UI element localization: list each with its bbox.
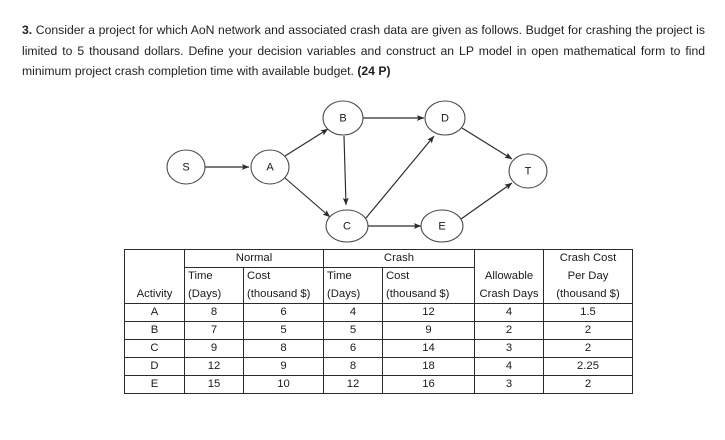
node-t-label: T [525,166,532,178]
cell-activity: B [124,321,185,340]
header-thousand-normal: (thousand $) [243,285,324,304]
node-t: T [508,153,548,189]
node-a-ellipse [250,149,290,185]
question-body: Consider a project for which AoN network… [22,23,705,79]
node-e-ellipse [420,209,464,243]
cell-crash-cost-per-day: 2 [543,375,633,394]
node-b: B [322,100,364,136]
cell-crash-cost: 12 [382,303,475,322]
header-thousand-perday: (thousand $) [543,285,633,304]
question-points: (24 P) [357,64,391,79]
header-thousand-crash: (thousand $) [382,285,475,304]
node-c: C [325,209,369,243]
cell-crash-cost: 14 [382,339,475,358]
table-row: A 8 6 4 12 4 1.5 [124,303,633,322]
node-a: A [250,149,290,185]
cell-activity: D [124,357,185,376]
cell-crash-cost: 16 [382,375,475,394]
cell-crash-time: 12 [323,375,383,394]
cell-crash-cost: 18 [382,357,475,376]
header-days-normal: (Days) [184,285,244,304]
crash-data-table: Normal Crash Crash Cost Time Cost Time C… [124,249,633,394]
header-time-normal: Time [184,267,244,286]
cell-activity: C [124,339,185,358]
cell-normal-time: 12 [184,357,244,376]
header-group-normal: Normal [184,249,324,268]
cell-normal-time: 8 [184,303,244,322]
question-number: 3. [22,23,33,38]
cell-crash-time: 5 [323,321,383,340]
cell-crash-cost-per-day: 2.25 [543,357,633,376]
cell-normal-cost: 10 [243,375,324,394]
question-text: 3. Consider a project for which AoN netw… [22,20,705,82]
cell-normal-time: 15 [184,375,244,394]
crash-data-table-container: Normal Crash Crash Cost Time Cost Time C… [124,249,633,394]
cell-allowable-crash-days: 2 [474,321,544,340]
header-blank-corner [124,249,185,268]
header-days-crash: (Days) [323,285,383,304]
table-row: E 15 10 12 16 3 2 [124,375,633,394]
node-s-label: S [182,162,189,174]
node-e-label: E [438,221,445,233]
cell-crash-time: 4 [323,303,383,322]
cell-crash-cost-per-day: 2 [543,339,633,358]
edge-c-d [365,135,435,219]
node-s-ellipse [166,149,206,185]
cell-normal-time: 7 [184,321,244,340]
header-allowable-spacer [474,249,544,268]
header-time-crash: Time [323,267,383,286]
header-crash-cost-line1: Crash Cost [543,249,633,268]
question-block: 3. Consider a project for which AoN netw… [22,8,705,94]
node-b-ellipse [322,100,364,136]
header-blank-corner-2 [124,267,185,286]
cell-crash-cost-per-day: 1.5 [543,303,633,322]
cell-normal-cost: 6 [243,303,324,322]
table-header-row-group: Normal Crash Crash Cost [124,249,633,268]
table-header-row-sub: Time Cost Time Cost Allowable Per Day [124,267,633,286]
edge-group [205,115,513,229]
header-crash-days: Crash Days [474,285,544,304]
header-group-crash: Crash [323,249,475,268]
cell-activity: E [124,375,185,394]
node-d-label: D [441,113,449,125]
node-a-label: A [266,162,274,174]
header-per-day: Per Day [543,267,633,286]
node-e: E [420,209,464,243]
table-row: C 9 8 6 14 3 2 [124,339,633,358]
cell-allowable-crash-days: 4 [474,303,544,322]
node-b-label: B [339,113,346,125]
edge-a-b [284,128,329,157]
cell-allowable-crash-days: 4 [474,357,544,376]
cell-normal-cost: 5 [243,321,324,340]
cell-crash-cost: 9 [382,321,475,340]
node-s: S [166,149,206,185]
cell-allowable-crash-days: 3 [474,375,544,394]
node-c-label: C [343,221,351,233]
cell-normal-cost: 9 [243,357,324,376]
cell-normal-cost: 8 [243,339,324,358]
cell-allowable-crash-days: 3 [474,339,544,358]
cell-crash-time: 8 [323,357,383,376]
header-cost-crash: Cost [382,267,475,286]
cell-crash-time: 6 [323,339,383,358]
cell-crash-cost-per-day: 2 [543,321,633,340]
table-row: B 7 5 5 9 2 2 [124,321,633,340]
edge-d-t [461,127,513,160]
node-c-ellipse [325,209,369,243]
table-header-row-units: Activity (Days) (thousand $) (Days) (tho… [124,285,633,304]
edge-e-t [460,182,513,220]
aon-network-diagram: S A B D C E T [0,95,725,245]
header-activity: Activity [124,285,185,304]
node-d: D [424,100,466,136]
cell-normal-time: 9 [184,339,244,358]
cell-activity: A [124,303,185,322]
header-allowable: Allowable [474,267,544,286]
edge-b-c [342,135,349,206]
node-d-ellipse [424,100,466,136]
edge-a-c [284,177,331,218]
node-t-ellipse [508,153,548,189]
table-row: D 12 9 8 18 4 2.25 [124,357,633,376]
header-cost-normal: Cost [243,267,324,286]
